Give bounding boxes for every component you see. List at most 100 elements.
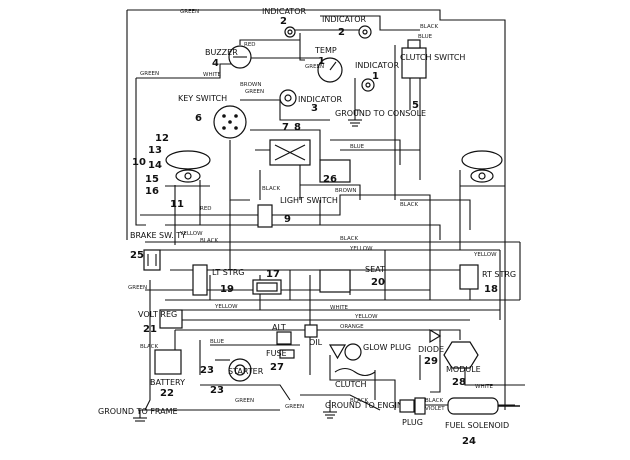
buzzer-label: BUZZER — [205, 48, 238, 57]
wire-tag-blue-alt: BLUE — [210, 339, 225, 345]
wire-tag-yellow-seat: YELLOW — [354, 314, 378, 320]
wire-tag-violet-plug: VIOLET — [425, 406, 445, 412]
lt-strg-number: 19 — [220, 284, 234, 295]
rt-strg-number: 18 — [484, 284, 498, 295]
wire-tag-yellow-lt: YELLOW — [214, 304, 238, 310]
oil-label: OIL — [309, 338, 323, 347]
lt-strg: LT STRG 19 — [192, 264, 245, 296]
key-switch-number: 6 — [195, 113, 202, 124]
brake-switch-number: 25 — [130, 250, 144, 261]
wire-tag-green-bottom: GREEN — [235, 398, 254, 404]
indicator-3-label: INDICATOR — [298, 95, 342, 104]
label-14: 14 — [148, 160, 162, 171]
ground-frame-label: GROUND TO FRAME — [98, 407, 178, 416]
indicator-2-top-label: INDICATOR — [262, 7, 306, 16]
diode: DIODE 29 — [418, 328, 444, 367]
rt-strg-label: RT STRG — [482, 270, 516, 279]
oil-sender: OIL — [304, 324, 323, 347]
indicator-2-top-number: 2 — [280, 16, 287, 27]
glow-plug: GLOW PLUG — [328, 343, 411, 361]
light-switch-number: 9 — [284, 214, 291, 225]
ground-to-engine: GROUND TO ENGINE — [323, 400, 408, 419]
wire-tag-white-module: WHITE — [475, 384, 494, 390]
wire-tag-white-seat: WHITE — [330, 305, 349, 311]
hour-meter: 17 — [252, 269, 282, 295]
clutch-label: CLUTCH — [335, 380, 367, 389]
temp-gauge: TEMP 1 — [314, 46, 343, 83]
wire-tag-black-mid: BLACK — [262, 186, 280, 192]
alternator: ALT — [272, 323, 292, 345]
wire-tag-yellow-right: YELLOW — [473, 252, 497, 258]
wire-tag-black-batt: BLACK — [140, 344, 158, 350]
seat-number: 20 — [371, 277, 385, 288]
alt-label: ALT — [272, 323, 286, 332]
starter: STARTER 23 23 — [200, 358, 264, 396]
module-number: 28 — [452, 377, 466, 388]
wire-color-tags: GREEN GREEN RED WHITE BLACK BLUE BROWN G… — [128, 9, 497, 412]
seat-label: SEAT — [365, 265, 385, 274]
lt-strg-label: LT STRG — [212, 268, 245, 277]
volt-reg-number: 21 — [143, 324, 157, 335]
label-26: 26 — [323, 174, 337, 185]
relay-block: 7 8 26 — [269, 122, 351, 185]
ground-to-console: GROUND TO CONSOLE — [335, 109, 426, 127]
light-switch-label: LIGHT SWITCH — [280, 196, 338, 205]
label-10: 10 — [132, 157, 146, 168]
buzzer: BUZZER 4 — [205, 45, 252, 69]
glow-plug-label: GLOW PLUG — [363, 343, 411, 352]
indicator-2-top: INDICATOR 2 — [262, 7, 306, 38]
wire-tag-green-temp: GREEN — [305, 64, 324, 70]
wire-tag-brown-top: BROWN — [240, 82, 261, 88]
rt-strg: RT STRG 18 — [459, 264, 516, 295]
ground-engine-label: GROUND TO ENGINE — [325, 401, 408, 410]
module-label: MODULE — [446, 365, 481, 374]
key-switch: KEY SWITCH 6 — [178, 94, 247, 139]
indicator-3-number: 3 — [311, 103, 318, 114]
diode-number: 29 — [424, 356, 438, 367]
label-13: 13 — [148, 145, 162, 156]
wire-tag-green-left: GREEN — [140, 71, 159, 77]
starter-label: STARTER — [228, 367, 264, 376]
clutch-switch-label: CLUTCH SWITCH — [400, 53, 465, 62]
plug: PLUG — [399, 397, 426, 427]
label-12: 12 — [155, 133, 169, 144]
wire-tag-blue-top: BLUE — [418, 34, 433, 40]
wire-tag-orange: ORANGE — [340, 324, 364, 330]
seat-switch: SEAT 20 — [319, 265, 385, 293]
wire-tag-brown-mid: BROWN — [335, 188, 356, 194]
ground-to-frame: GROUND TO FRAME — [98, 407, 178, 422]
plug-label: PLUG — [402, 418, 423, 427]
diode-label: DIODE — [418, 345, 444, 354]
wire-tag-red-mid: RED — [200, 206, 212, 212]
fuse-label: FUSE — [266, 349, 287, 358]
wire-tag-yellow-c: YELLOW — [349, 246, 373, 252]
wire-tag-green-brake: GREEN — [128, 285, 147, 291]
battery: BATTERY 22 — [150, 349, 185, 399]
fuel-solenoid: FUEL SOLENOID 24 — [445, 397, 520, 447]
wire-tag-red: RED — [244, 42, 256, 48]
wire-tag-black-c: BLACK — [340, 236, 358, 242]
indicator-3: INDICATOR 3 — [279, 89, 342, 114]
wire-tag-black-plug: BLACK — [425, 398, 443, 404]
fuel-solenoid-number: 24 — [462, 436, 476, 447]
label-15: 15 — [145, 174, 159, 185]
fuse: FUSE 27 — [266, 349, 295, 373]
indicator-2-right-number: 2 — [338, 27, 345, 38]
module: MODULE 28 — [443, 341, 481, 388]
fuse-number: 27 — [270, 362, 284, 373]
wire-tag-black-b: BLACK — [200, 238, 218, 244]
wire-tag-white: WHITE — [203, 72, 222, 78]
wire-tag-black-bottom: BLACK — [350, 398, 368, 404]
fuel-solenoid-label: FUEL SOLENOID — [445, 421, 509, 430]
left-headlight: 12 13 10 14 15 16 11 — [132, 133, 211, 210]
label-7: 7 — [282, 122, 289, 133]
right-headlight — [460, 150, 505, 187]
clutch-switch: CLUTCH SWITCH 5 — [400, 39, 465, 111]
brake-switch-label: BRAKE SW. TY — [130, 231, 186, 240]
battery-number: 22 — [160, 388, 174, 399]
light-switch: LIGHT SWITCH 9 — [257, 196, 338, 228]
label-11: 11 — [170, 199, 184, 210]
indicator-1-number: 1 — [372, 71, 379, 82]
clutch-switch-number: 5 — [412, 100, 419, 111]
